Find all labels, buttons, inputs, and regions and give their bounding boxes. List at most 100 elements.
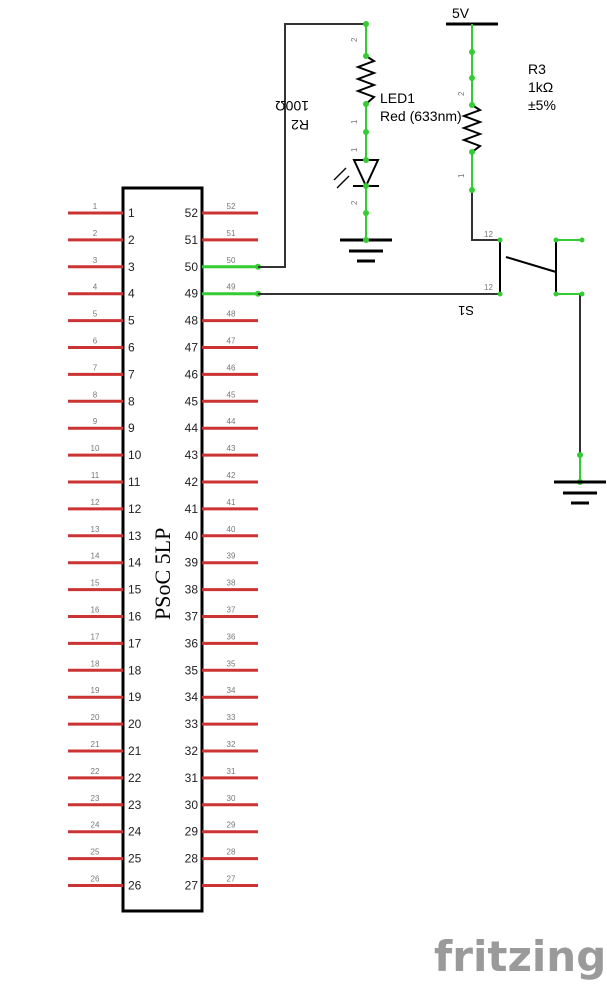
led-symbol[interactable] [352, 159, 380, 189]
pin-number-small: 46 [227, 363, 236, 372]
pin-number-small: 27 [227, 875, 236, 884]
chip-pin-right[interactable]: 47 47 [185, 337, 258, 355]
pin-number-small: 22 [91, 767, 100, 776]
pin-number-small: 21 [91, 740, 100, 749]
svg-text:1: 1 [457, 173, 466, 178]
chip-pin-left[interactable]: 22 22 [68, 767, 142, 785]
pin-number-small: 19 [91, 686, 100, 695]
pin-number-small: 36 [227, 632, 236, 641]
pin-number-small: 38 [227, 579, 236, 588]
pin-number-small: 10 [91, 444, 100, 453]
pin-number-small: 48 [227, 310, 236, 319]
pin-number: 45 [185, 394, 199, 408]
wires [258, 23, 581, 455]
wire-pin50-to-led[interactable] [258, 23, 366, 268]
pin-number: 37 [185, 610, 199, 624]
pin-number-small: 51 [227, 229, 236, 238]
pin-number-small: 25 [91, 848, 100, 857]
ground-symbol-switch [554, 452, 606, 505]
r2-resistor[interactable] [355, 55, 377, 105]
r3-resistor[interactable] [461, 104, 483, 153]
pin-number-small: 15 [91, 579, 100, 588]
pin-number-small: 14 [91, 552, 100, 561]
chip-body[interactable] [121, 186, 204, 913]
pin-number-small: 47 [227, 337, 236, 346]
svg-text:1: 1 [350, 119, 359, 124]
pin-number: 47 [185, 341, 199, 355]
r3-branch: 2 1 [457, 24, 483, 193]
pin-number-small: 34 [227, 686, 236, 695]
pin-number: 6 [128, 341, 135, 355]
pin-number: 49 [185, 287, 199, 301]
pin-number: 19 [128, 690, 142, 704]
r3-value: 1kΩ [528, 79, 553, 95]
pin-number: 29 [185, 825, 199, 839]
pin-number-small: 29 [227, 821, 236, 830]
svg-text:12: 12 [484, 230, 493, 239]
pin-number: 22 [128, 771, 142, 785]
r2-name: R2 [291, 117, 309, 133]
pin-number-small: 44 [227, 417, 236, 426]
pin-number: 43 [185, 448, 199, 462]
pin-number-small: 31 [227, 767, 236, 776]
chip-pin-right[interactable]: 29 29 [185, 821, 258, 839]
pin-number: 20 [128, 717, 142, 731]
pin-number: 33 [185, 717, 199, 731]
wire-r3-to-switch[interactable] [471, 190, 500, 241]
switch-s1[interactable]: 12 12 [484, 230, 585, 297]
pin-number-small: 9 [93, 417, 98, 426]
pin-number: 15 [128, 583, 142, 597]
pin-number-small: 23 [91, 794, 100, 803]
